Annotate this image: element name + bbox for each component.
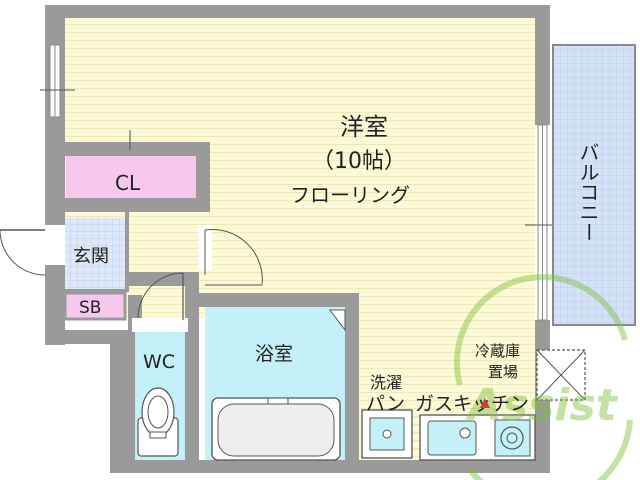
gas-kitchen-label: ガスキッチン <box>415 393 529 415</box>
watermark-logo: Assist <box>465 380 619 431</box>
shoe-box-label: SB <box>79 298 101 318</box>
fridge-label-line1: 冷蔵庫 <box>475 342 520 360</box>
western-room-label: 洋室 <box>340 113 388 141</box>
bathroom-label: 浴室 <box>255 343 293 365</box>
bathroom <box>199 293 359 465</box>
closet-label: CL <box>115 171 141 195</box>
kitchen-counter <box>419 414 536 461</box>
washer-pan <box>361 409 413 459</box>
entrance-label: 玄関 <box>73 246 109 267</box>
shoe-box <box>63 291 127 321</box>
room-door <box>198 225 263 286</box>
western-room-size: （10帖） <box>312 149 406 174</box>
location-marker <box>480 398 490 408</box>
balcony-label: バルコニー <box>576 142 600 242</box>
watermark <box>453 274 633 480</box>
closet <box>60 130 210 212</box>
fridge-space <box>536 349 586 401</box>
toilet-room <box>128 272 199 465</box>
entrance <box>65 212 129 293</box>
entrance-door <box>0 225 65 276</box>
left-window <box>40 44 75 118</box>
washer-label-line1: 洗濯 <box>370 373 402 392</box>
washer-label-line2: パン <box>366 393 405 415</box>
toilet-label: WC <box>143 351 175 373</box>
western-room-floor-label: フローリング <box>290 183 410 207</box>
fridge-label-line2: 置場 <box>488 363 518 381</box>
balcony <box>552 44 636 326</box>
